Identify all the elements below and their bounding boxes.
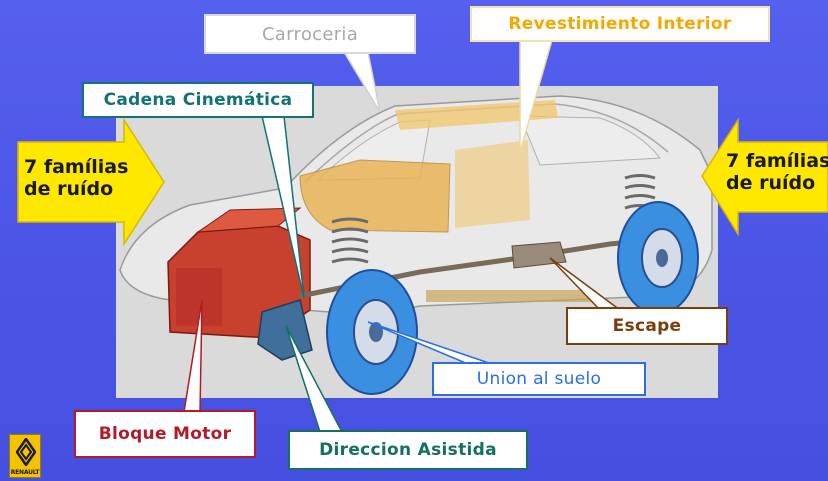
direccion-tail	[285, 325, 343, 433]
carroceria-tail	[343, 51, 381, 113]
label-union-al-suelo: Union al suelo	[432, 362, 646, 396]
union-tail	[367, 321, 493, 365]
revestimiento-tail	[519, 39, 553, 153]
rear-wheel	[617, 201, 699, 315]
side-sill	[426, 290, 596, 302]
logo-text: RENAULT	[10, 469, 40, 476]
interior-lining	[299, 159, 451, 233]
roof-lining	[395, 100, 558, 130]
bloque-tail	[183, 299, 203, 413]
arrow-left	[17, 117, 165, 247]
label-cadena-cinematica: Cadena Cinemática	[82, 82, 314, 118]
renault-logo: RENAULT	[9, 434, 41, 478]
engine-top	[196, 207, 302, 233]
front-wheel	[326, 269, 418, 395]
arrow-right-text: 7 famílias de ruído	[726, 150, 828, 194]
label-direccion-asistida: Direccion Asistida	[288, 430, 528, 470]
renault-diamond-icon	[16, 438, 36, 466]
arrow-right	[701, 117, 828, 237]
arrow-left-text: 7 famílias de ruído	[24, 156, 129, 200]
escape-tail	[549, 257, 621, 311]
label-revestimiento-interior: Revestimiento Interior	[470, 6, 770, 42]
window-rear	[519, 115, 661, 166]
cadena-tail	[261, 115, 305, 299]
rear-seat-lining	[455, 140, 530, 228]
front-spring	[331, 217, 369, 264]
label-bloque-motor: Bloque Motor	[74, 410, 256, 458]
label-escape: Escape	[566, 307, 728, 345]
label-carroceria: Carroceria	[204, 14, 416, 54]
rear-spring	[624, 174, 656, 210]
